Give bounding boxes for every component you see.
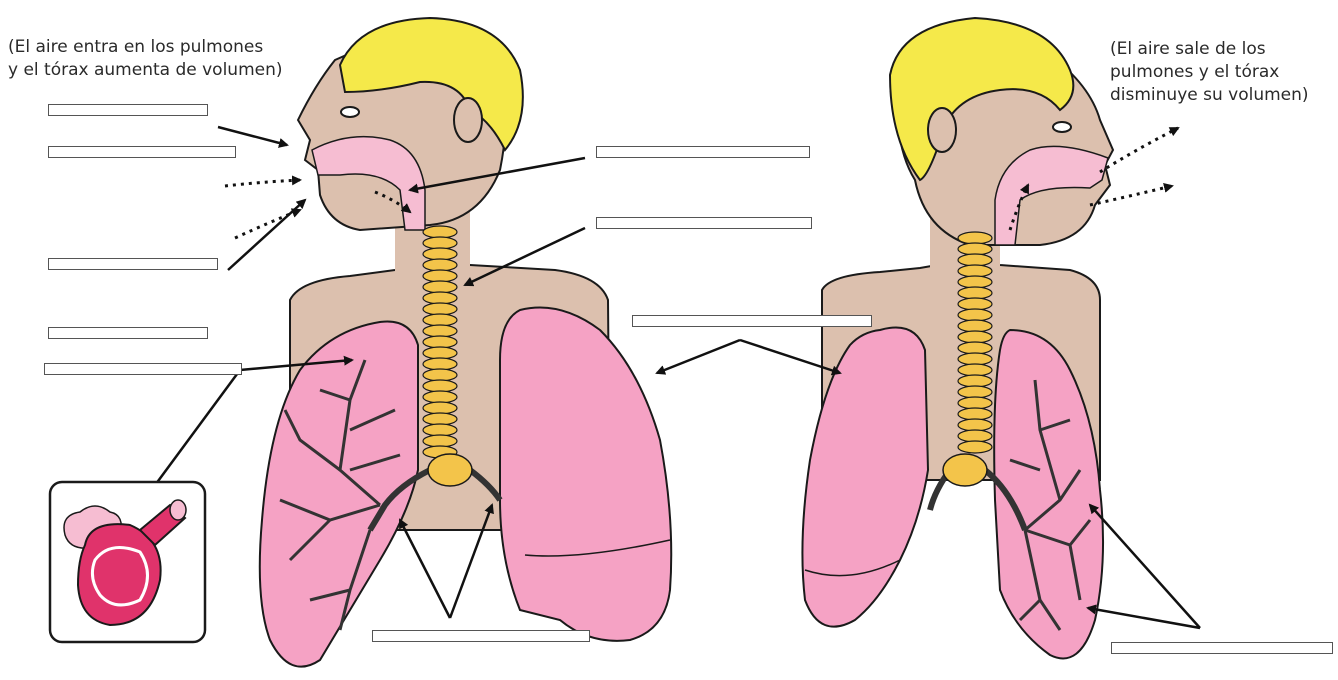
trachea-ring [958,309,992,321]
trachea-ring [423,413,457,425]
label-blank[interactable] [48,146,236,158]
trachea-ring [958,331,992,343]
label-blank[interactable] [48,258,218,270]
caption-line: pulmones y el tórax [1110,61,1309,84]
label-arrow [150,370,240,492]
label-blank[interactable] [44,363,242,375]
label-blank[interactable] [372,630,590,642]
trachea-ring [958,287,992,299]
inhale-caption: (El aire entra en los pulmones y el tóra… [8,36,283,82]
trachea-ring [423,281,457,293]
trachea-ring [958,441,992,453]
trachea-ring [958,397,992,409]
exhale-figure [657,18,1200,658]
label-arrow [218,127,287,145]
trachea-ring [423,237,457,249]
label-arrow [657,340,740,373]
ear-right [928,108,956,152]
trachea-ring [423,402,457,414]
label-arrow [1090,505,1200,628]
trachea-ring [423,226,457,238]
trachea-ring [958,265,992,277]
label-blank[interactable] [596,217,812,229]
caption-line: disminuye su volumen) [1110,84,1309,107]
trachea-ring [958,298,992,310]
label-blank[interactable] [48,104,208,116]
trachea-ring [958,353,992,365]
label-blank[interactable] [48,327,208,339]
air-flow-arrow [225,180,300,186]
exhale-caption: (El aire sale de los pulmones y el tórax… [1110,38,1309,107]
trachea-ring [958,386,992,398]
label-blank[interactable] [596,146,810,158]
trachea-ring [423,435,457,447]
trachea-ring [423,325,457,337]
carina-right [943,454,987,486]
trachea-ring [958,430,992,442]
trachea-ring [958,243,992,255]
trachea-ring [423,391,457,403]
trachea-ring [423,270,457,282]
eye-right [1053,122,1071,132]
trachea-ring [423,292,457,304]
trachea-ring [423,380,457,392]
trachea-ring [958,254,992,266]
label-arrow [228,200,305,270]
trachea-ring [423,303,457,315]
trachea-ring [958,320,992,332]
trachea-ring [423,358,457,370]
label-blank[interactable] [1111,642,1333,654]
eye-left [341,107,359,117]
caption-line: y el tórax aumenta de volumen) [8,59,283,82]
trachea-left [423,226,457,458]
trachea-ring [958,408,992,420]
label-arrow [400,520,450,618]
trachea-ring [423,369,457,381]
ear-left [454,98,482,142]
trachea-ring [423,424,457,436]
trachea-ring [958,232,992,244]
caption-line: (El aire sale de los [1110,38,1309,61]
carina-left [428,454,472,486]
caption-line: (El aire entra en los pulmones [8,36,283,59]
trachea-ring [423,314,457,326]
trachea-ring [958,364,992,376]
trachea-ring [423,347,457,359]
left-lung-left-fig [500,308,671,641]
trachea-ring [958,375,992,387]
trachea-ring [958,342,992,354]
trachea-ring [958,419,992,431]
trachea-ring [423,259,457,271]
trachea-ring [423,248,457,260]
trachea-ring [423,336,457,348]
label-blank[interactable] [632,315,872,327]
trachea-ring [958,276,992,288]
